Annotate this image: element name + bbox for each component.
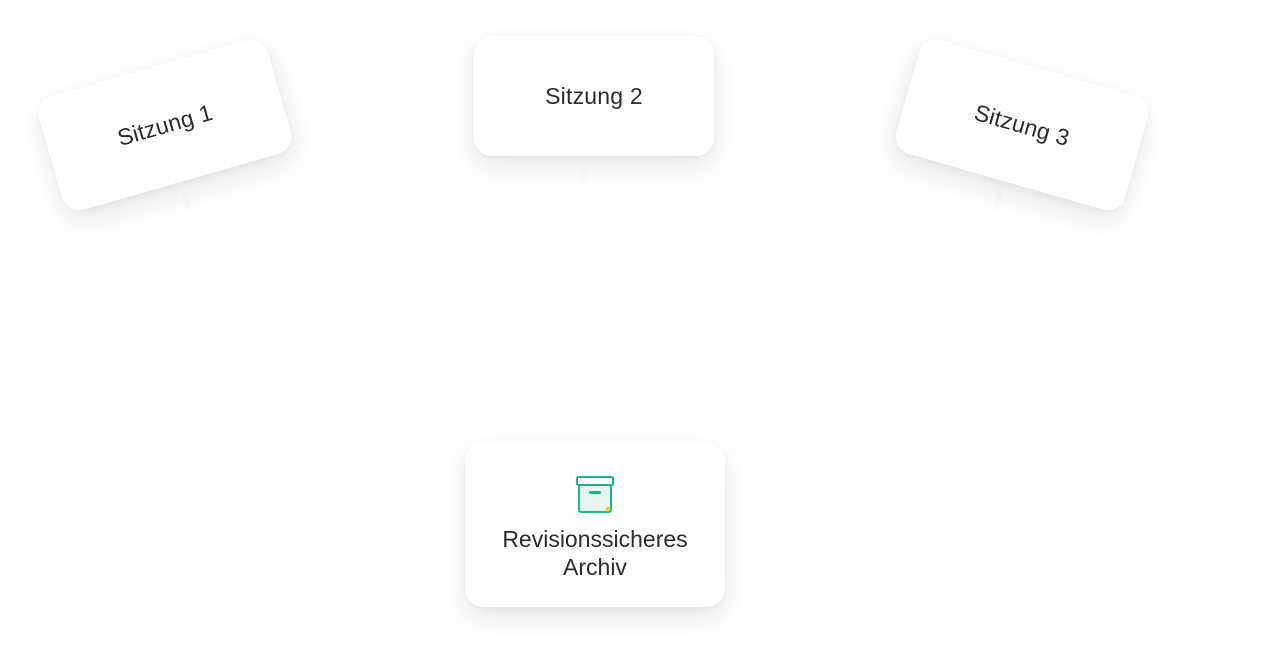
session-2-label: Sitzung 2 xyxy=(545,82,643,109)
archive-label-line1: Revisionssicheres xyxy=(502,526,688,552)
archive-label-line2: Archiv xyxy=(563,554,627,580)
archive-box-icon xyxy=(576,476,614,513)
session-1-connector xyxy=(180,189,192,213)
archive-card: Revisionssicheres Archiv xyxy=(465,443,725,607)
session-1-card: Sitzung 1 xyxy=(34,35,296,215)
session-2-card: Sitzung 2 xyxy=(474,36,714,156)
session-2-connector xyxy=(578,162,590,186)
session-3-card: Sitzung 3 xyxy=(891,35,1153,215)
session-3-connector xyxy=(992,189,1004,213)
session-1-label: Sitzung 1 xyxy=(114,98,216,151)
archive-label: Revisionssicheres Archiv xyxy=(502,525,687,581)
session-3-label: Sitzung 3 xyxy=(971,98,1073,151)
